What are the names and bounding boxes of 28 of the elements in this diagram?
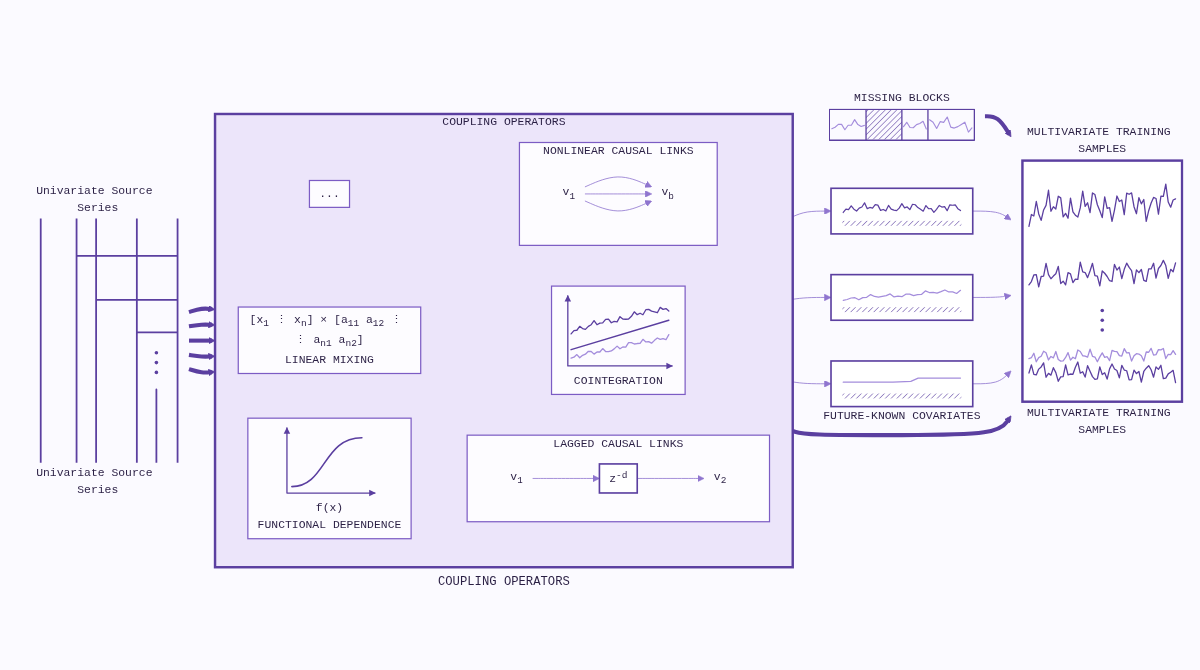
node-box [830, 187, 974, 235]
node-text: v$_{b}$ [661, 185, 675, 202]
node-label: MISSING BLOCKS [853, 91, 950, 105]
arrow [188, 305, 216, 315]
node-label: MULTIVARIATE TRAINING SAMPLES [1026, 406, 1171, 437]
node-label: Univariate Source Series [36, 184, 153, 215]
node-box: [x$_{1}$ ⋮ x$_{n}$] × [a$_{11}$ a$_{12}$ ⋮ ⋮ a$_{n1}$ a$_{n2}$] LINEAR MIXING [237, 306, 422, 375]
caption-text: FUTURE-KNOWN COVARIATES [822, 409, 982, 424]
arrow [188, 352, 216, 361]
node-box [828, 108, 976, 142]
node-text: v$_{1}$ [510, 470, 523, 487]
arrow [792, 415, 1012, 438]
node-label: MULTIVARIATE TRAINING SAMPLES [1026, 124, 1171, 155]
node-box [830, 273, 974, 322]
node-box: COINTEGRATION [550, 285, 686, 396]
arrow [188, 321, 216, 329]
node-box: ... [308, 179, 351, 208]
node-text: v$_{1}$ [562, 185, 576, 202]
box-caption: COUPLING OPERATORS [437, 575, 570, 590]
node-box [1020, 158, 1184, 404]
node-box [830, 360, 974, 408]
node-text: v$_{2}$ [713, 470, 727, 487]
node-label: Univariate Source Series [36, 466, 153, 497]
arrow [188, 337, 216, 345]
arrow [984, 114, 1012, 138]
node-box: f(x) FUNCTIONAL DEPENDENCE [247, 417, 412, 540]
arrow [188, 367, 216, 377]
node-box: z$^{-d}$ [598, 463, 639, 494]
